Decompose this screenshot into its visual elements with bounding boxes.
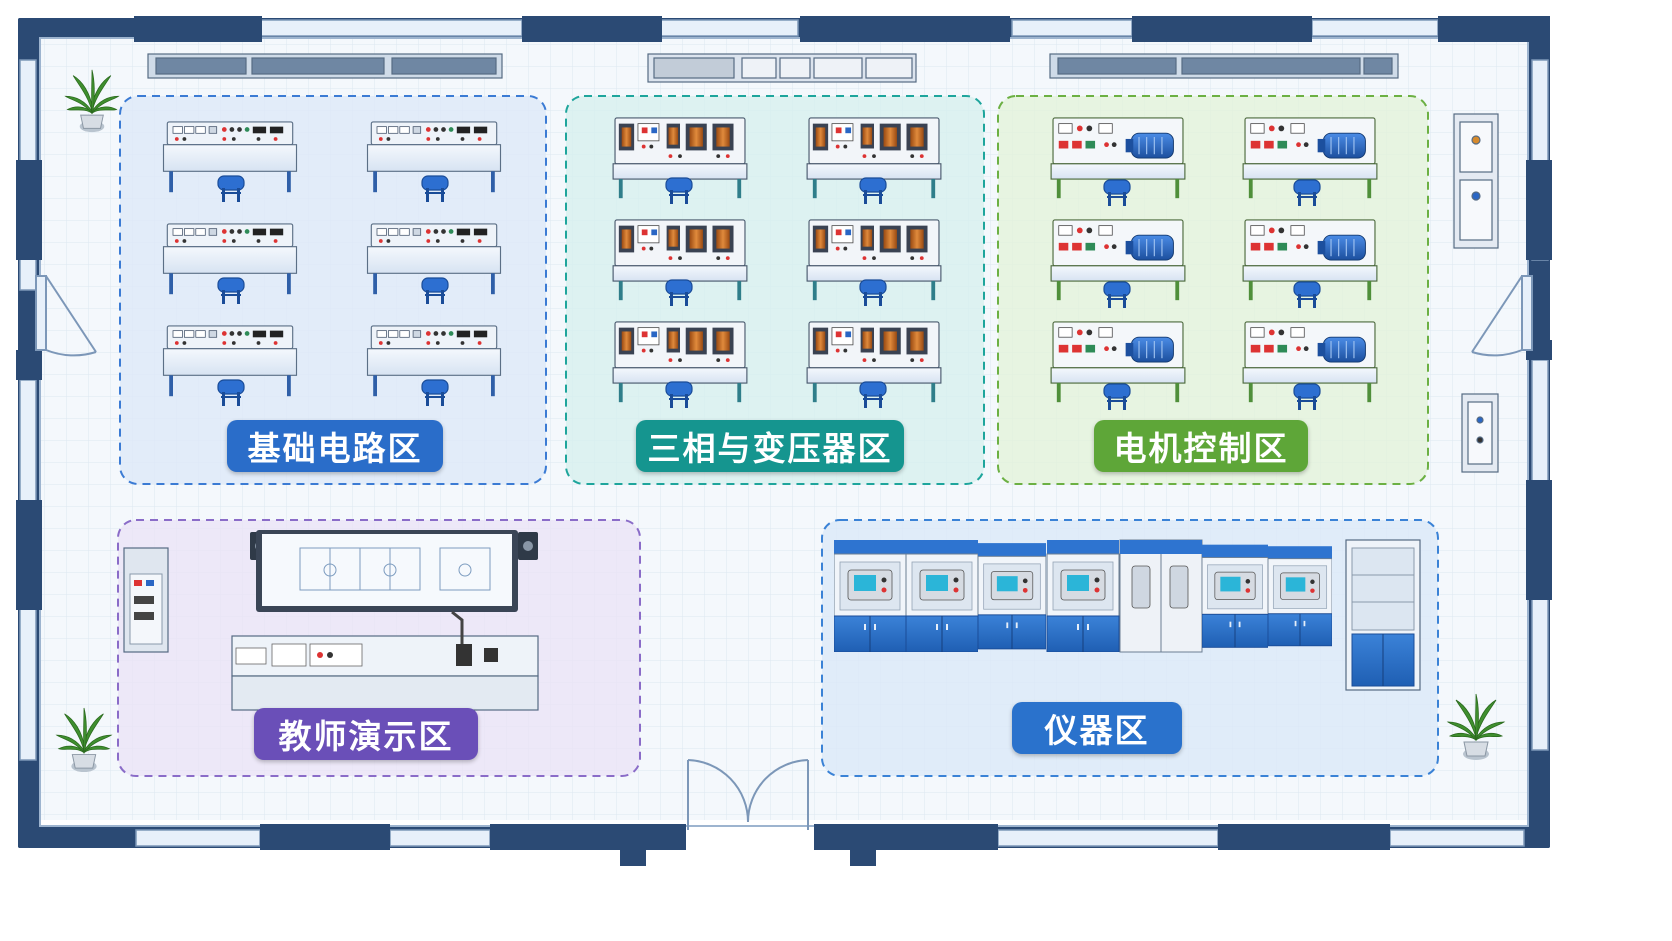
zone-label-three-phase: 三相与变压器区: [636, 420, 904, 472]
teacher-demo-equipment: [123, 530, 539, 711]
instrument-cabinets: [834, 539, 1421, 691]
cabinet-icon: [1453, 113, 1499, 473]
zone-label-basic-circuit: 基础电路区: [227, 420, 443, 472]
zone-label-instrument: 仪器区: [1012, 702, 1182, 754]
zone-label-teacher-demo: 教师演示区: [254, 708, 478, 760]
door-icon[interactable]: [35, 275, 1533, 830]
zone-label-motor-control: 电机控制区: [1094, 420, 1308, 472]
